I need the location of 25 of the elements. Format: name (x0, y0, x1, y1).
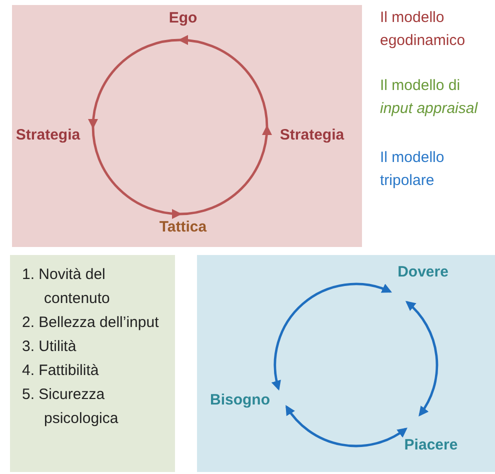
list-item: 1. Novità del contenuto (22, 265, 111, 309)
node-label: Ego (168, 10, 198, 26)
panel-background (197, 255, 495, 472)
node-label: Bisogno (210, 392, 270, 408)
panel-background (12, 5, 362, 247)
cycle-arrow (406, 300, 438, 417)
cycle-arrow (180, 125, 272, 216)
list-item: 2. Bellezza dell’input (22, 313, 160, 333)
cycle-arrow (178, 36, 268, 128)
cycle-arrow (88, 38, 180, 129)
list-panel (10, 255, 175, 472)
list-item: 5. Sicurezza psicologica (22, 385, 120, 429)
cycle-arrow (272, 282, 392, 391)
node-label: Piacere (404, 436, 458, 454)
model-title: Il modello tripolare (380, 148, 446, 191)
list-item: 3. Utilità (22, 337, 78, 357)
node-label: Tattica (159, 218, 207, 236)
node-label: Strategia (280, 126, 344, 144)
model-title: Il modello egodinamico (380, 8, 466, 51)
cycle-arrow (92, 126, 182, 218)
list-item: 4. Fattibilità (22, 361, 100, 381)
model-title: Il modello di input appraisal (380, 76, 479, 119)
node-label: Dovere (398, 264, 448, 280)
cycle-arrow (285, 405, 408, 448)
node-label: Strategia (16, 126, 80, 144)
